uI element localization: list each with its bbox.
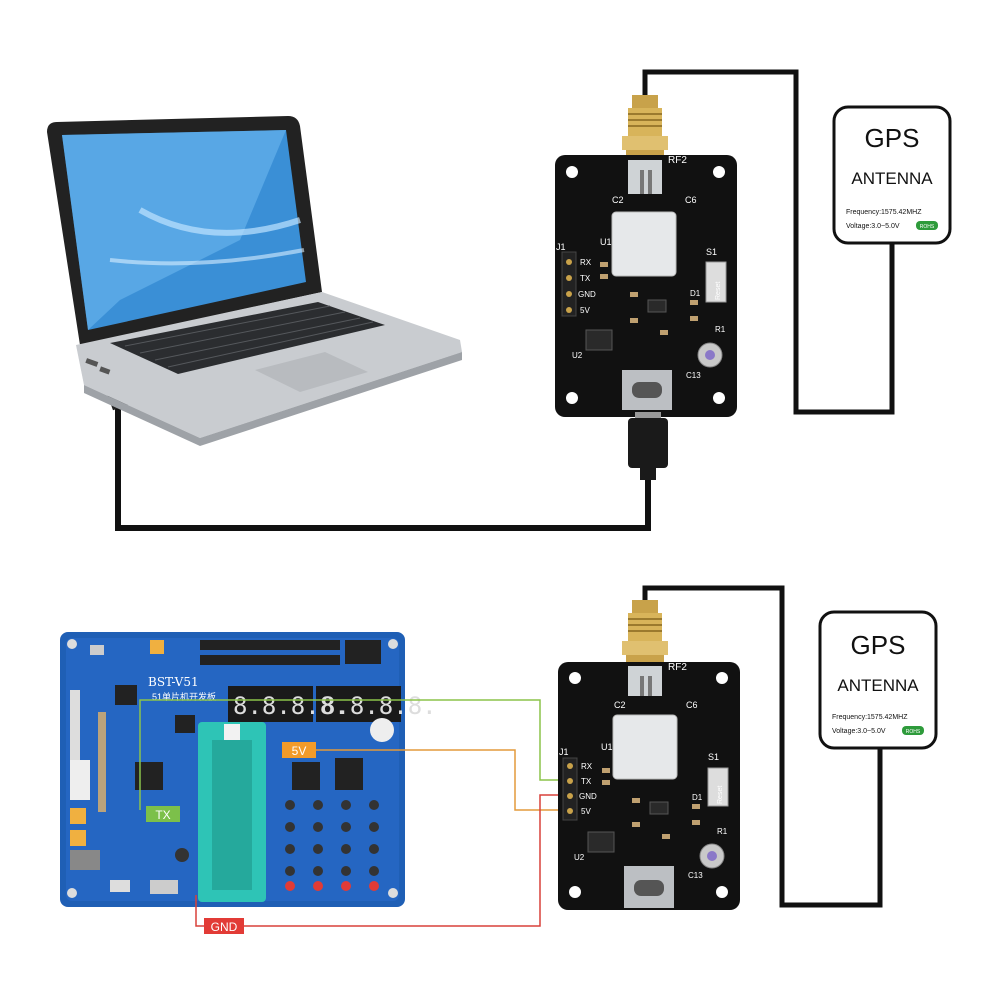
d1-label-bottom: D1: [692, 793, 703, 802]
gnd-label-bg: [204, 918, 244, 934]
seven-seg-display-1: [228, 686, 313, 722]
board-model: BST-V51: [148, 675, 199, 689]
pin-tx-bottom: TX: [581, 777, 592, 786]
antenna-title-top: GPS: [865, 123, 920, 153]
pin-gnd-bottom: GND: [579, 792, 597, 801]
antenna-voltage-top: Voltage:3.0~5.0V: [846, 223, 900, 230]
c6-label-top: C6: [685, 195, 697, 205]
c13-label-bottom: C13: [688, 871, 703, 880]
antenna-badge-bottom: ROHS: [906, 729, 921, 735]
rf-label-bottom: RF2: [668, 662, 687, 673]
c13-label-top: C13: [686, 371, 701, 380]
r1-label-top: R1: [715, 325, 726, 334]
antenna-frequency-bottom: Frequency:1575.42MHZ: [832, 714, 908, 721]
board-name: 51单片机开发板: [152, 691, 216, 702]
antenna-frequency-top: Frequency:1575.42MHZ: [846, 209, 922, 216]
c6-label-bottom: C6: [686, 700, 698, 710]
gps-module-top: [555, 95, 737, 480]
s1-label-bottom: S1: [708, 752, 719, 762]
antenna-subtitle-bottom: ANTENNA: [837, 676, 919, 695]
wire-gnd: [195, 794, 565, 927]
pin-gnd-top: GND: [578, 290, 596, 299]
u1-label-top: U1: [600, 237, 612, 247]
seven-seg-display-2: [316, 686, 401, 722]
button-matrix: [285, 800, 379, 891]
r1-label-bottom: R1: [717, 827, 728, 836]
gnd-label: GND: [211, 920, 238, 934]
gps-module-bottom: [558, 600, 740, 910]
reset-label-top: Reset: [715, 282, 722, 300]
j1-label-bottom: J1: [559, 747, 569, 757]
rf-label-top: RF2: [668, 155, 687, 166]
usb-cable: [115, 405, 651, 531]
gps-antenna-bottom: [818, 610, 938, 750]
reset-label-bottom: Reset: [717, 786, 724, 804]
d1-label-top: D1: [690, 289, 701, 298]
tx-label-bg: [146, 806, 180, 822]
antenna-cable-bottom: [642, 585, 883, 908]
antenna-subtitle-top: ANTENNA: [851, 169, 933, 188]
antenna-cable-top: [642, 69, 895, 415]
wire-tx: [139, 699, 565, 810]
pin-rx-bottom: RX: [581, 762, 593, 771]
pin-5v-top: 5V: [580, 306, 590, 315]
c2-label-top: C2: [612, 195, 624, 205]
seven-seg-digits-2: 8.8.8.8.: [321, 692, 437, 720]
antenna-badge-top: ROHS: [920, 224, 935, 230]
v5-label-bg: [282, 742, 316, 758]
gps-antenna-top: [832, 105, 952, 245]
gps-chip: [611, 211, 677, 277]
j1-label-top: J1: [556, 242, 566, 252]
tx-label: TX: [155, 808, 170, 822]
u2-label-bottom: U2: [574, 853, 585, 862]
dev-board: [60, 632, 405, 907]
seven-seg-digits-1: 8.8.8.8.: [233, 692, 349, 720]
pin-5v-bottom: 5V: [581, 807, 591, 816]
v5-label: 5V: [292, 744, 307, 758]
laptop: [47, 116, 462, 446]
c2-label-bottom: C2: [614, 700, 626, 710]
laptop-keyboard: [110, 302, 385, 374]
u1-label-bottom: U1: [601, 742, 613, 752]
u2-label-top: U2: [572, 351, 583, 360]
antenna-voltage-bottom: Voltage:3.0~5.0V: [832, 728, 886, 735]
pin-tx-top: TX: [580, 274, 591, 283]
pin-rx-top: RX: [580, 258, 592, 267]
antenna-title-bottom: GPS: [851, 630, 906, 660]
s1-label-top: S1: [706, 247, 717, 257]
